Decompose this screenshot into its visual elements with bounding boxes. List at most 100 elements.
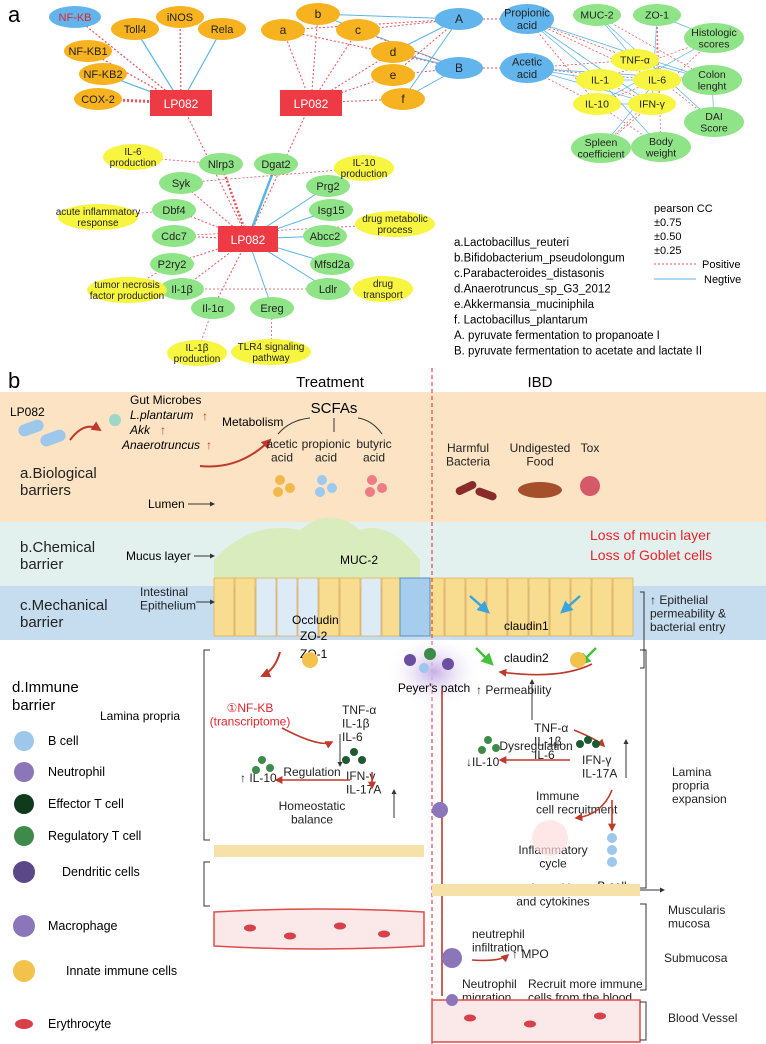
network-edge (74, 16, 182, 104)
network-edge (247, 102, 312, 240)
muc2-label: MUC-2 (340, 553, 378, 567)
left-node-6: NF-KB2 (79, 63, 127, 85)
loss-mucin-label: Loss of mucin layer (590, 527, 711, 543)
key-entry-5: e.Akkermansia_muciniphila (454, 299, 595, 311)
pathway-node-A-label: A (455, 12, 463, 26)
network-edge (596, 14, 715, 123)
taxon-node-c: c (336, 19, 380, 41)
biological-band (0, 392, 766, 522)
network-edge (526, 18, 653, 105)
gene-node-6-label: Isg15 (318, 205, 345, 217)
hub-left-label: LP082 (164, 97, 199, 111)
epithelial-cell (297, 577, 319, 637)
key-entry-1: a.Lactobacillus_reuteri (454, 237, 569, 249)
gene-node-1-label: Nlrp3 (208, 159, 234, 171)
harmful-icons (455, 476, 600, 501)
up-arrow-2: ↑ (160, 423, 166, 437)
immune-band (0, 640, 766, 1044)
erythrocyte (524, 1020, 536, 1028)
left-node-5-label: NF-KB1 (68, 46, 107, 58)
legend-positive: Positive (702, 259, 741, 271)
occludin-label: Occludin (292, 613, 339, 627)
peyers-patch-glow (386, 634, 482, 710)
taxon-node-e-label: e (390, 68, 397, 82)
erythrocyte (464, 1014, 476, 1022)
mpo-label: ↑ MPO (512, 947, 549, 961)
gene-node-8: Abcc2 (303, 225, 347, 247)
phenotype-node-2-label: ZO-1 (645, 10, 669, 22)
legend-cell-label-6: Macrophage (48, 919, 118, 933)
claudin2-label: claudin2 (504, 651, 549, 665)
network-edge (402, 18, 460, 100)
legend-cell-icon-4 (14, 826, 34, 846)
erythrocyte (334, 922, 346, 930)
epithelium-cells (213, 577, 634, 637)
submucosa-label: Submucosa (664, 951, 728, 965)
network-edge (310, 13, 319, 104)
legend-cell-icon-5 (13, 861, 35, 883)
erythrocyte (594, 1012, 606, 1020)
scfas-title: SCFAs (311, 400, 358, 417)
lp082-label: LP082 (10, 405, 45, 419)
legend-cell-icon-3 (14, 794, 34, 814)
pathway-node-B-label: B (455, 61, 463, 75)
legend-cell-label-3: Effector T cell (48, 797, 124, 811)
abbreviation-key: a.Lactobacillus_reuterib.Bifidobacterium… (454, 237, 702, 358)
pathway-node-A: A (435, 8, 483, 30)
gene-node-3: Syk (159, 172, 203, 194)
gene-node-11: Il-1β (160, 278, 204, 300)
epithelial-cell (507, 577, 529, 637)
phenotype-node-4: TNF-α (611, 49, 659, 71)
gene-node-13: Il-1α (191, 297, 235, 319)
immune-barrier-label-2: barrier (12, 697, 55, 714)
legend-cell-icon-2 (14, 762, 34, 782)
hub-bottom: LP082 (218, 226, 278, 252)
gene-node-13-label: Il-1α (202, 303, 224, 315)
left-node-5: NF-KB1 (64, 40, 112, 62)
network-edge (180, 167, 365, 184)
epithelial-cell (381, 577, 403, 637)
mucus-layer-shape (214, 517, 420, 580)
legend-negative: Negtive (704, 274, 741, 286)
lumen-label: Lumen (148, 497, 185, 511)
network-edge (310, 29, 359, 104)
lp082-bacterium-icon-2 (40, 429, 66, 447)
epithelial-cell (255, 577, 277, 637)
gene-node-1: Nlrp3 (199, 153, 243, 175)
muscularis-right (432, 884, 640, 896)
legend-erythrocyte-icon (15, 1019, 33, 1029)
submucosa-bracket (640, 903, 647, 991)
zo2-label: ZO-2 (300, 629, 328, 643)
left-node-4: Rela (198, 18, 246, 40)
network-edge (180, 102, 249, 240)
lamina-left-bracket (203, 649, 210, 841)
legend-cell-label-1: B cell (48, 734, 79, 748)
gene-node-7-label: Cdc7 (161, 231, 187, 243)
gene-node-5: Dbf4 (152, 199, 196, 221)
legend-cell-label-4: Regulatory T cell (48, 829, 141, 843)
epithelial-cell (318, 577, 340, 637)
left-node-6-label: NF-KB2 (83, 69, 122, 81)
epithelial-cell (276, 577, 298, 637)
left-node-2-label: Toll4 (124, 24, 147, 36)
phenotype-node-8: IL-10 (573, 93, 621, 115)
loss-goblet-label: Loss of Goblet cells (590, 547, 712, 563)
up-arrow-1: ↑ (202, 409, 208, 423)
gene-node-4-label: Prg2 (316, 181, 339, 193)
phenotype-node-1-label: MUC-2 (580, 10, 613, 22)
legend-cell-icon-7 (13, 960, 35, 982)
il10-right: ↓IL-10 (466, 755, 500, 769)
